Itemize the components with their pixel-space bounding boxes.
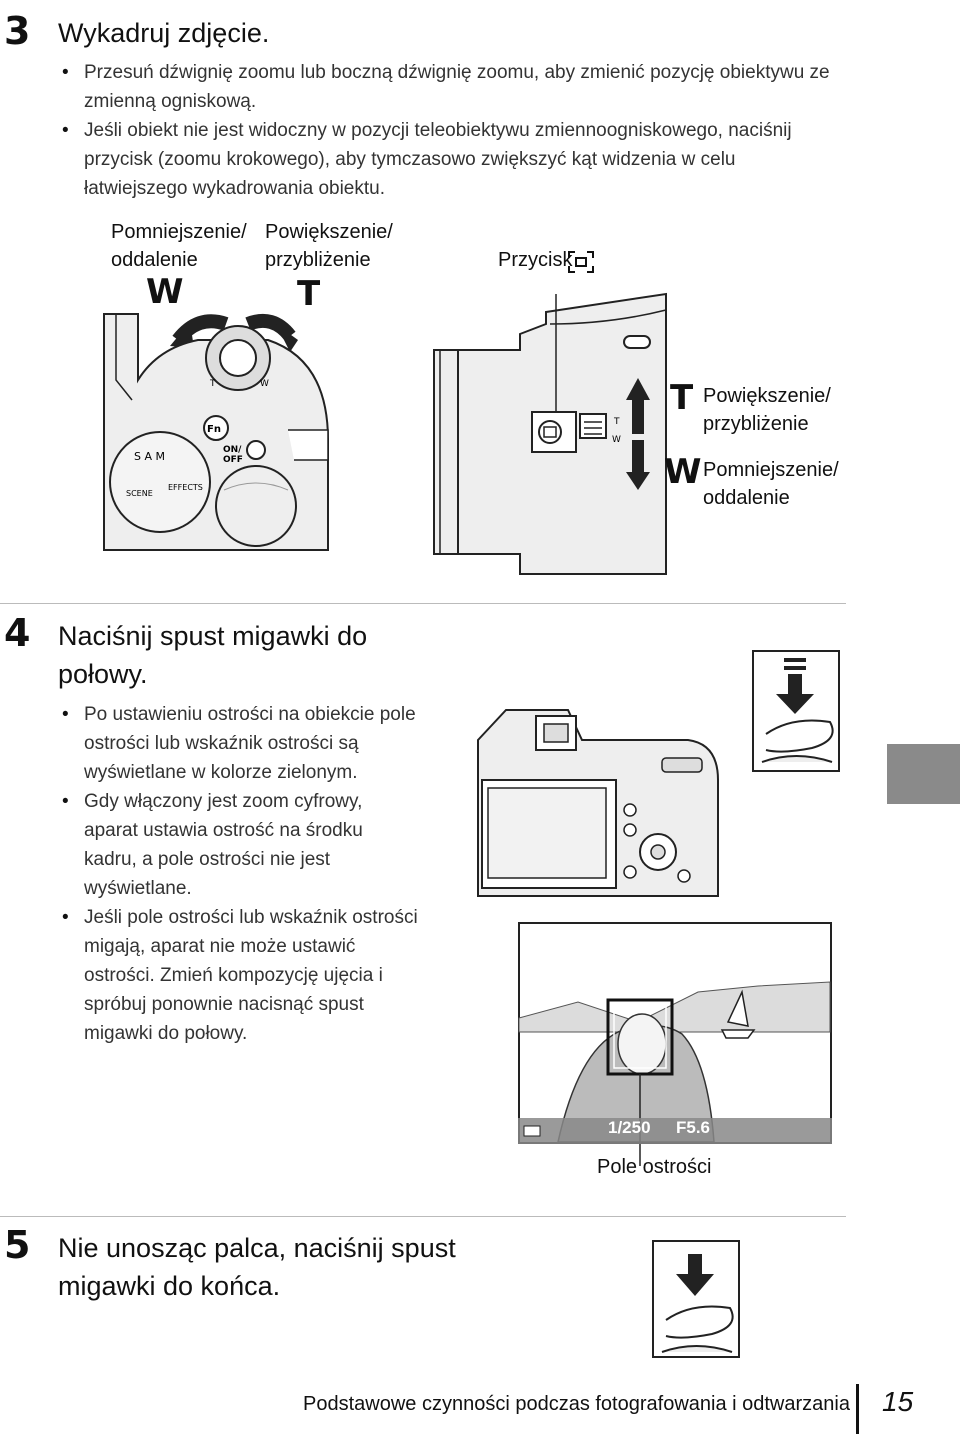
- svg-text:T: T: [209, 379, 216, 389]
- zoom-in-label: Powiększenie/ przybliżenie: [265, 221, 393, 271]
- camera-back-illustration: [477, 709, 719, 897]
- step-number: 5: [4, 1223, 31, 1267]
- side-t-letter: T: [670, 378, 694, 418]
- aperture-value: F5.6: [676, 1118, 711, 1137]
- step-title: Naciśnij spust migawki do połowy.: [58, 621, 368, 689]
- section-divider: [0, 603, 846, 604]
- svg-text:W: W: [260, 379, 269, 389]
- chapter-tab: [887, 744, 960, 804]
- step-number: 4: [4, 611, 31, 655]
- bullet-item: Jeśli pole ostrości lub wskaźnik ostrośc…: [60, 903, 420, 1048]
- bullet-item: Po ustawieniu ostrości na obiekcie pole …: [60, 700, 420, 787]
- svg-text:OFF: OFF: [223, 455, 243, 465]
- t-letter: T: [297, 274, 321, 314]
- step-number: 3: [4, 9, 31, 53]
- svg-text:Fn: Fn: [207, 424, 221, 435]
- side-w-letter: W: [664, 452, 702, 492]
- button-label: Przycisk: [498, 249, 573, 271]
- w-letter: W: [146, 272, 184, 312]
- footer-divider: [856, 1384, 859, 1434]
- camera-side-illustration: T W: [433, 292, 667, 575]
- bullet-item: Przesuń dźwignię zoomu lub boczną dźwign…: [60, 58, 840, 116]
- focus-area-label: Pole ostrości: [597, 1156, 712, 1178]
- zoom-in-side-label: Powiększenie/ przybliżenie: [703, 385, 831, 435]
- svg-text:S A M: S A M: [134, 450, 165, 463]
- full-press-illustration: [652, 1240, 740, 1358]
- shutter-speed: 1/250: [608, 1118, 651, 1137]
- half-press-illustration: [752, 650, 840, 772]
- screen-preview: [518, 922, 832, 1166]
- svg-text:EFFECTS: EFFECTS: [168, 483, 203, 492]
- section-divider: [0, 1216, 846, 1217]
- svg-text:W: W: [612, 435, 621, 445]
- bullet-item: Gdy włączony jest zoom cyfrowy, aparat u…: [60, 787, 420, 903]
- svg-text:ON/: ON/: [223, 445, 242, 455]
- footer-text: Podstawowe czynności podczas fotografowa…: [303, 1393, 850, 1415]
- step-zoom-icon: [568, 251, 594, 273]
- svg-text:T: T: [613, 417, 620, 427]
- step4-bullet-list: Po ustawieniu ostrości na obiekcie pole …: [60, 700, 420, 1048]
- zoom-out-side-label: Pomniejszenie/ oddalenie: [703, 459, 839, 509]
- bullet-item: Jeśli obiekt nie jest widoczny w pozycji…: [60, 116, 840, 203]
- step-title: Nie unosząc palca, naciśnij spust migawk…: [58, 1233, 456, 1301]
- camera-top-illustration: T W Fn ON/ OFF S A M SCENE EFFECTS: [103, 313, 329, 551]
- step3-bullet-list: Przesuń dźwignię zoomu lub boczną dźwign…: [60, 58, 840, 203]
- step-title: Wykadruj zdjęcie.: [58, 18, 270, 48]
- zoom-out-label: Pomniejszenie/ oddalenie: [111, 221, 247, 271]
- svg-text:SCENE: SCENE: [126, 489, 153, 498]
- page-number: 15: [882, 1386, 914, 1417]
